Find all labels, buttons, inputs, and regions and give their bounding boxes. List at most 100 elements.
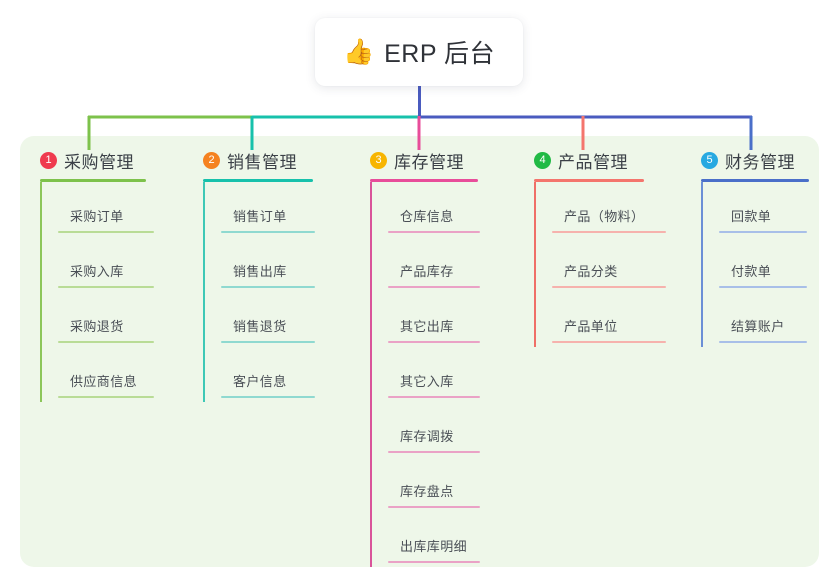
- child-node[interactable]: 其它出库: [388, 292, 480, 347]
- child-label: 产品库存: [400, 264, 454, 279]
- branch-spine-3: [370, 182, 372, 567]
- branch-badge-5: 5: [701, 151, 718, 169]
- child-node[interactable]: 库存调拨: [388, 402, 480, 457]
- child-node[interactable]: 库存盘点: [388, 457, 480, 512]
- child-rule: [719, 286, 807, 288]
- branch-children-2: 销售订单销售出库销售退货客户信息: [203, 182, 315, 402]
- thumbs-up-icon: 👍: [342, 37, 375, 66]
- child-rule: [58, 341, 154, 343]
- child-node[interactable]: 产品单位: [552, 292, 666, 347]
- branch-header-4[interactable]: 4 产品管理: [534, 148, 644, 172]
- child-label: 销售订单: [233, 209, 287, 224]
- child-rule: [221, 286, 315, 288]
- child-node[interactable]: 产品分类: [552, 237, 666, 292]
- branch-5: 5 财务管理回款单付款单结算账户: [701, 148, 809, 347]
- child-label: 产品（物料）: [564, 209, 645, 224]
- child-node[interactable]: 采购入库: [58, 237, 154, 292]
- child-label: 采购入库: [70, 264, 124, 279]
- child-rule: [221, 396, 315, 398]
- child-rule: [552, 231, 666, 233]
- branch-rule-1: [40, 179, 146, 182]
- child-node[interactable]: 产品（物料）: [552, 182, 666, 237]
- child-rule: [388, 231, 480, 233]
- branch-1: 1 采购管理采购订单采购入库采购退货供应商信息: [40, 148, 154, 402]
- child-label: 销售退货: [233, 319, 287, 334]
- child-label: 产品单位: [564, 319, 618, 334]
- child-node[interactable]: 回款单: [719, 182, 809, 237]
- branch-children-1: 采购订单采购入库采购退货供应商信息: [40, 182, 154, 402]
- child-label: 仓库信息: [400, 209, 454, 224]
- child-label: 回款单: [731, 209, 772, 224]
- root-title: ERP 后台: [384, 40, 496, 68]
- child-node[interactable]: 销售出库: [221, 237, 315, 292]
- child-rule: [58, 286, 154, 288]
- child-label: 供应商信息: [70, 374, 138, 389]
- child-node[interactable]: 销售订单: [221, 182, 315, 237]
- branch-label-1: 采购管理: [64, 152, 134, 172]
- child-node[interactable]: 采购订单: [58, 182, 154, 237]
- child-rule: [552, 286, 666, 288]
- branch-header-1[interactable]: 1 采购管理: [40, 148, 146, 172]
- child-label: 库存调拨: [400, 429, 454, 444]
- branch-rule-4: [534, 179, 644, 182]
- child-label: 付款单: [731, 264, 772, 279]
- child-rule: [719, 231, 807, 233]
- branch-label-4: 产品管理: [558, 152, 628, 172]
- child-node[interactable]: 客户信息: [221, 347, 315, 402]
- child-rule: [388, 506, 480, 508]
- child-rule: [221, 341, 315, 343]
- child-node[interactable]: 产品库存: [388, 237, 480, 292]
- child-node[interactable]: 销售退货: [221, 292, 315, 347]
- branch-header-3[interactable]: 3 库存管理: [370, 148, 478, 172]
- branch-spine-2: [203, 182, 205, 402]
- root-node[interactable]: 👍 ERP 后台: [315, 18, 523, 86]
- child-node[interactable]: 出库库明细: [388, 512, 480, 567]
- branch-4: 4 产品管理产品（物料） 产品分类产品单位: [534, 148, 666, 347]
- child-rule: [58, 396, 154, 398]
- branch-badge-3: 3: [370, 151, 387, 169]
- child-label: 结算账户: [731, 319, 785, 334]
- child-rule: [58, 231, 154, 233]
- branch-badge-1: 1: [40, 151, 57, 169]
- branch-badge-4: 4: [534, 151, 551, 169]
- child-rule: [552, 341, 666, 343]
- child-label: 采购退货: [70, 319, 124, 334]
- branch-spine-5: [701, 182, 703, 347]
- branch-label-3: 库存管理: [394, 152, 464, 172]
- child-rule: [388, 451, 480, 453]
- child-label: 其它入库: [400, 374, 454, 389]
- child-node[interactable]: 采购退货: [58, 292, 154, 347]
- child-label: 产品分类: [564, 264, 618, 279]
- child-label: 客户信息: [233, 374, 287, 389]
- branch-rule-5: [701, 179, 809, 182]
- child-node[interactable]: 供应商信息: [58, 347, 154, 402]
- branch-3: 3 库存管理仓库信息产品库存其它出库其它入库库存调拨库存盘点出库库明细: [370, 148, 480, 567]
- child-label: 库存盘点: [400, 484, 454, 499]
- child-node[interactable]: 付款单: [719, 237, 809, 292]
- branch-spine-4: [534, 182, 536, 347]
- branch-header-5[interactable]: 5 财务管理: [701, 148, 809, 172]
- child-node[interactable]: 结算账户: [719, 292, 809, 347]
- child-node[interactable]: 仓库信息: [388, 182, 480, 237]
- branch-rule-3: [370, 179, 478, 182]
- child-label: 销售出库: [233, 264, 287, 279]
- child-label: 出库库明细: [400, 539, 468, 554]
- branch-label-5: 财务管理: [725, 152, 795, 172]
- child-rule: [221, 231, 315, 233]
- child-label: 其它出库: [400, 319, 454, 334]
- child-rule: [388, 561, 480, 563]
- branch-children-4: 产品（物料） 产品分类产品单位: [534, 182, 666, 347]
- child-node[interactable]: 其它入库: [388, 347, 480, 402]
- branch-spine-1: [40, 182, 42, 402]
- diagram-panel: [20, 136, 819, 567]
- child-rule: [388, 396, 480, 398]
- child-label: 采购订单: [70, 209, 124, 224]
- child-rule: [719, 341, 807, 343]
- branch-children-5: 回款单付款单结算账户: [701, 182, 809, 347]
- branch-children-3: 仓库信息产品库存其它出库其它入库库存调拨库存盘点出库库明细: [370, 182, 480, 567]
- child-rule: [388, 341, 480, 343]
- branch-rule-2: [203, 179, 313, 182]
